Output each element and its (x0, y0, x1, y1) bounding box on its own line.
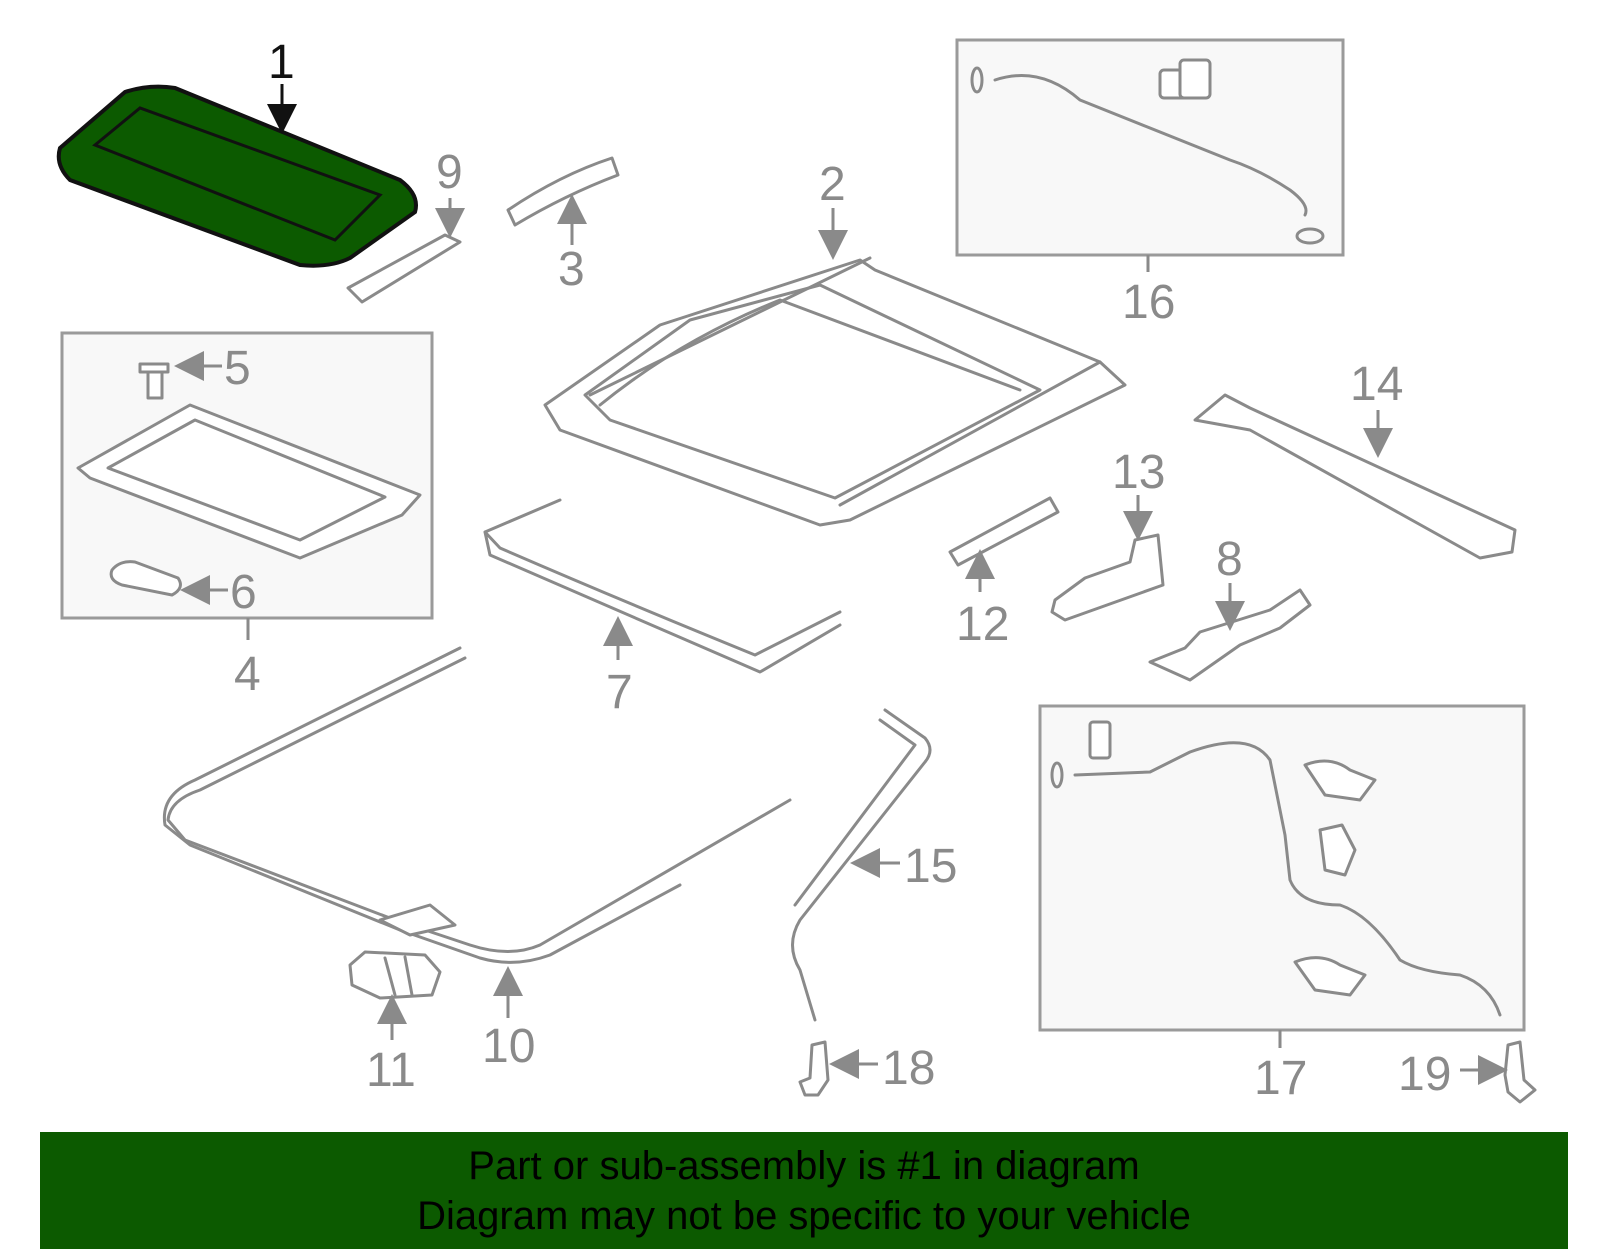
box-16 (955, 38, 1345, 257)
banner-line-1: Part or sub-assembly is #1 in diagram (468, 1143, 1140, 1188)
part-18-grommet[interactable] (798, 1040, 830, 1097)
callout-17: 17 (1254, 1052, 1307, 1105)
callout-6: 6 (230, 566, 257, 619)
part-4-sunshade[interactable] (76, 403, 422, 560)
info-banner: Part or sub-assembly is #1 in diagram Di… (40, 1132, 1568, 1249)
part-9-trim-strip[interactable] (346, 233, 462, 304)
box-17 (1038, 704, 1526, 1032)
part-14-rail[interactable] (1193, 393, 1517, 560)
callout-1: 1 (268, 36, 295, 89)
callout-2: 2 (819, 158, 846, 211)
part-17-drain-hose-kit[interactable] (1050, 720, 1502, 1017)
part-7-seal[interactable] (483, 498, 842, 674)
part-3-front-deflector[interactable] (506, 156, 620, 227)
part-12-bracket[interactable] (948, 496, 1060, 567)
callout-11: 11 (366, 1044, 416, 1097)
part-8-bracket[interactable] (1148, 588, 1312, 682)
callout-15: 15 (904, 840, 957, 893)
banner-line-2: Diagram may not be specific to your vehi… (417, 1193, 1191, 1238)
callout-5: 5 (224, 342, 251, 395)
callout-10: 10 (482, 1020, 535, 1073)
callout-7: 7 (606, 666, 633, 719)
part-13-bracket[interactable] (1050, 533, 1165, 622)
callout-4: 4 (234, 648, 261, 701)
callout-3: 3 (558, 243, 585, 296)
part-11-motor[interactable] (348, 950, 442, 1000)
callout-19: 19 (1398, 1048, 1451, 1101)
part-16-drain-hose-kit[interactable] (970, 58, 1325, 245)
callout-8: 8 (1216, 533, 1243, 586)
callout-18: 18 (882, 1042, 935, 1095)
callout-9: 9 (436, 146, 463, 199)
callout-14: 14 (1350, 358, 1403, 411)
callout-16: 16 (1122, 276, 1175, 329)
part-10-drive-cable-assembly[interactable] (162, 646, 792, 964)
callout-12: 12 (956, 598, 1009, 651)
part-2-sunroof-frame[interactable] (543, 256, 1127, 527)
callout-13: 13 (1112, 446, 1165, 499)
part-15-drain-tube[interactable] (791, 708, 932, 1022)
part-1-glass-panel[interactable] (56, 84, 418, 268)
part-19-grommet[interactable] (1503, 1040, 1537, 1104)
part-5-clip[interactable] (138, 362, 170, 400)
